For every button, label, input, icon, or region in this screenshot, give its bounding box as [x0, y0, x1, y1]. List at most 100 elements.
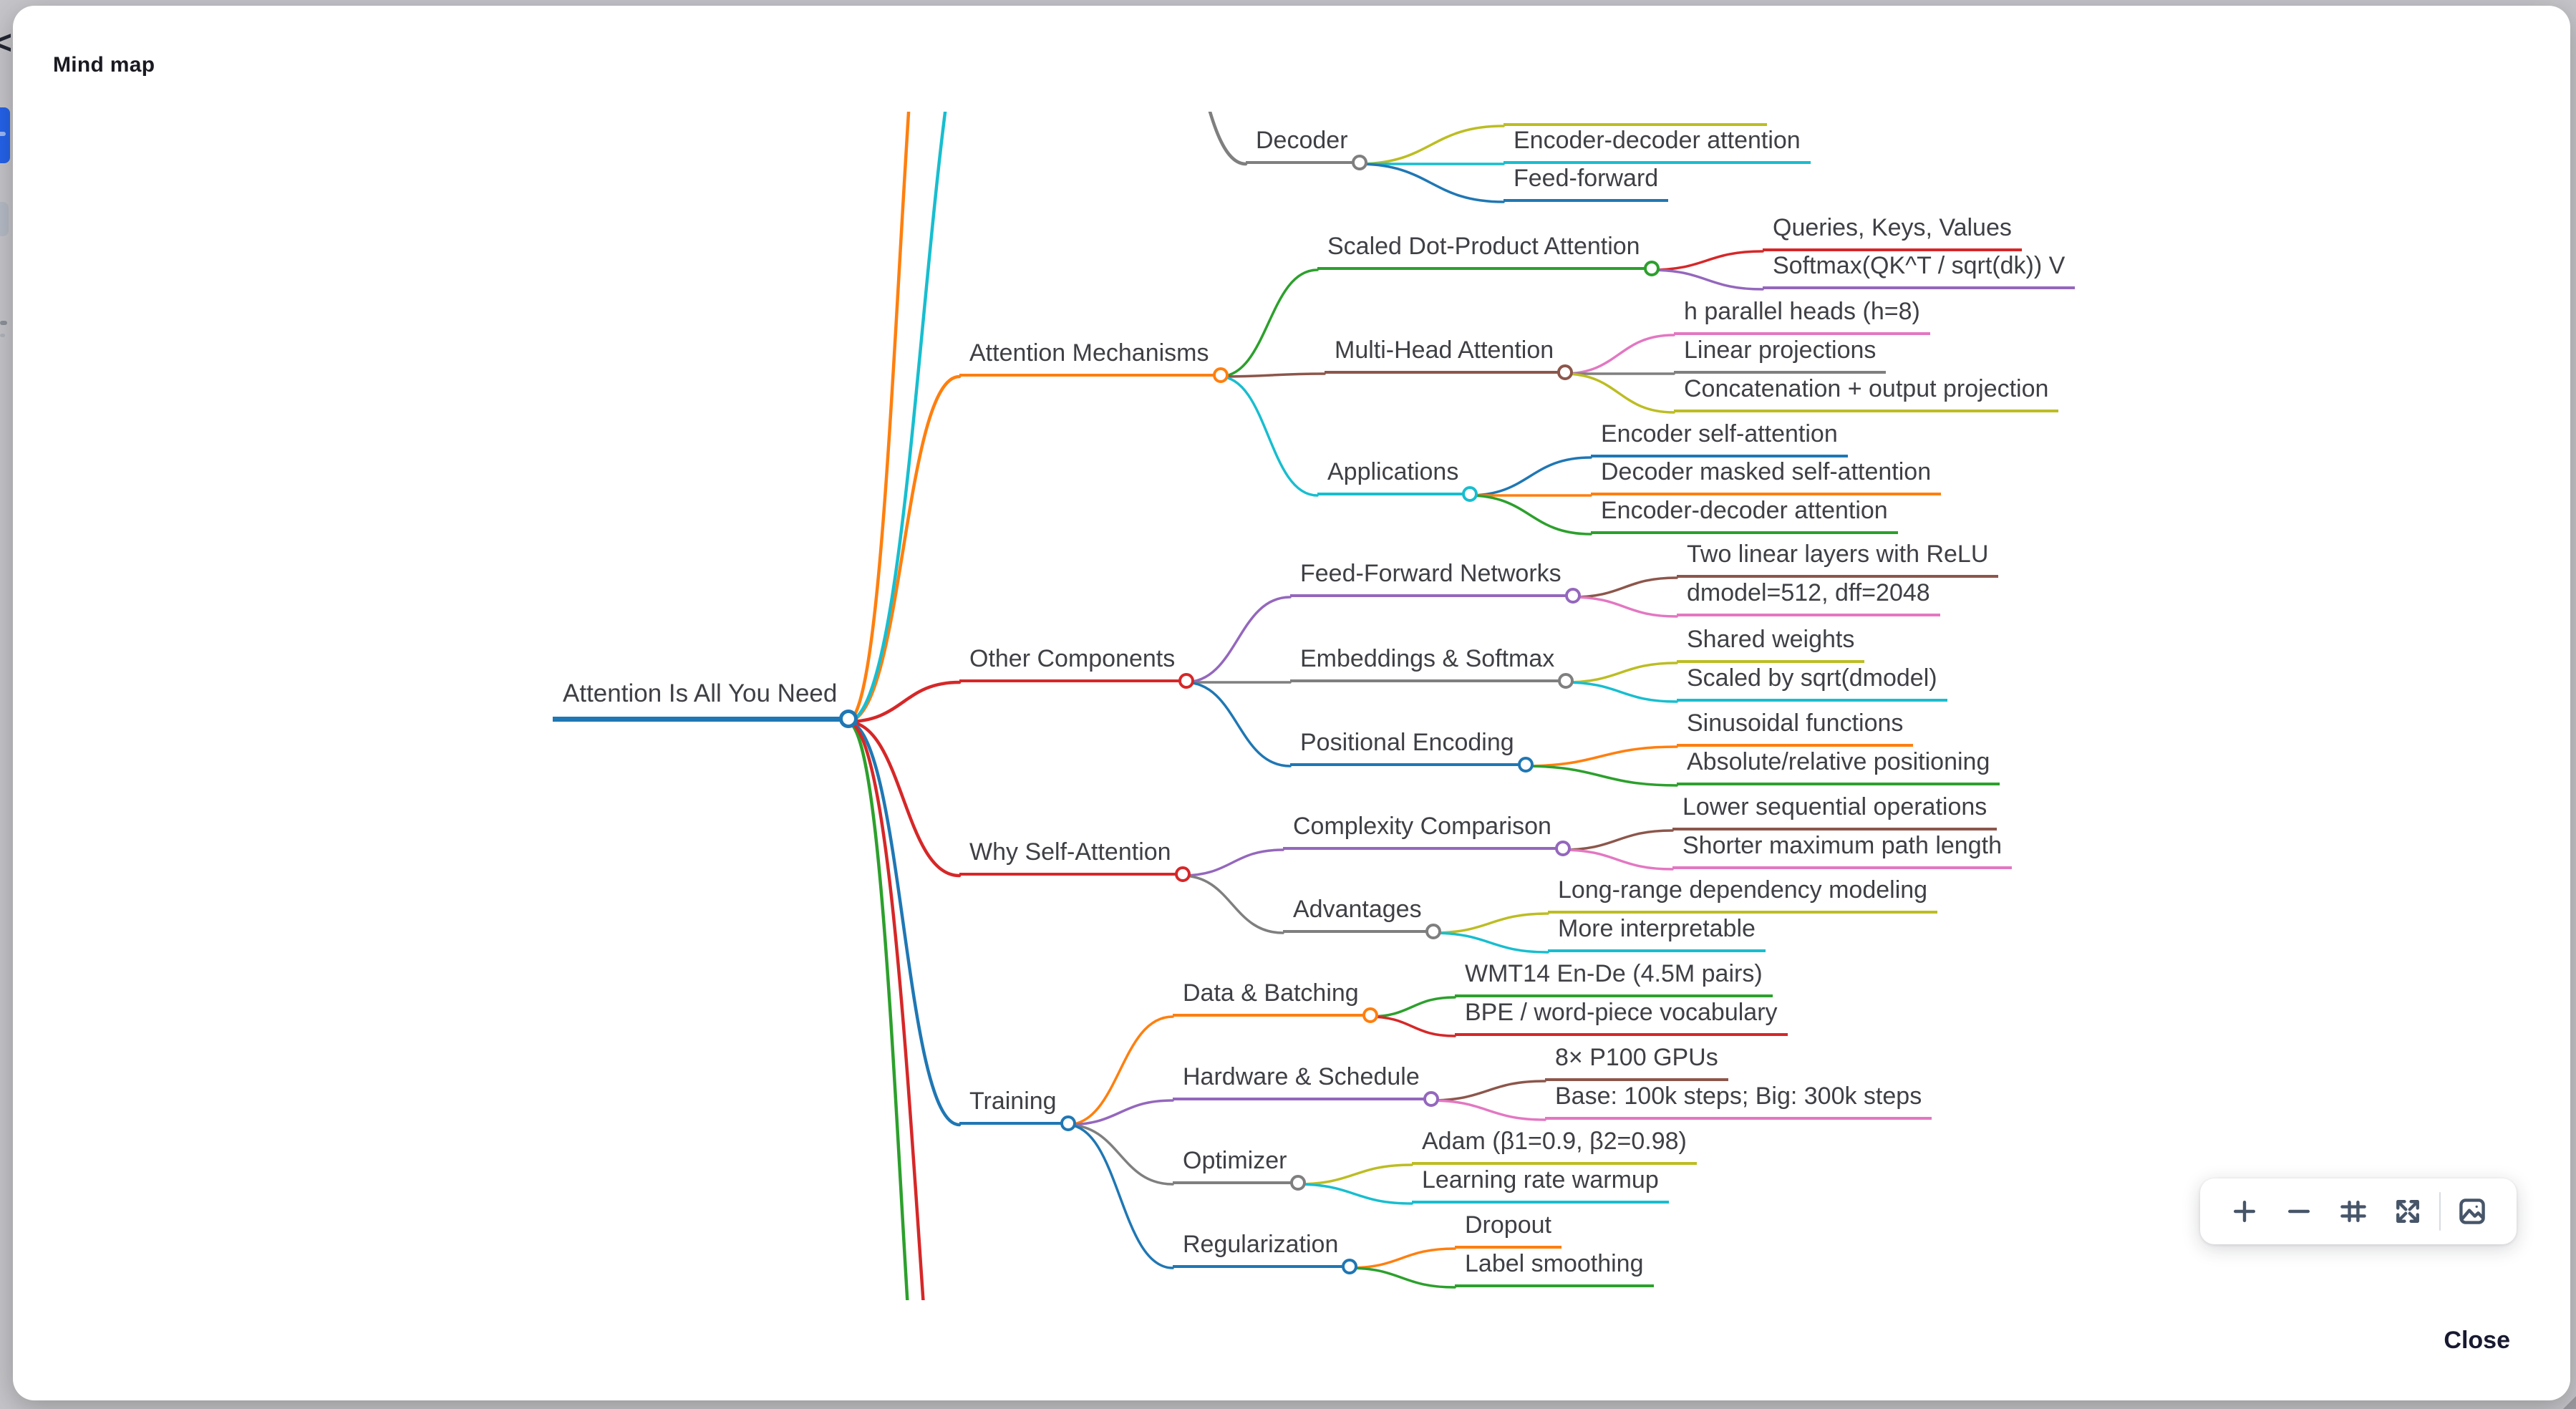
- mindmap-node-label: Sinusoidal functions: [1687, 710, 1904, 737]
- mindmap-node[interactable]: Regularization: [1173, 1231, 1358, 1275]
- mindmap-node-circle[interactable]: [1554, 841, 1571, 857]
- mindmap-link: [845, 720, 962, 1127]
- mindmap-node-label: Dropout: [1465, 1211, 1551, 1239]
- mindmap-node[interactable]: Encoder self-attention: [1591, 420, 1848, 458]
- mindmap-node[interactable]: Shared weights: [1677, 626, 1865, 664]
- mindmap-node[interactable]: Decoder masked self-attention: [1591, 458, 1942, 496]
- zoom-out-button[interactable]: [2276, 1188, 2322, 1234]
- mind-map-canvas[interactable]: Attention Is All You Need Attention Mecha…: [13, 112, 2570, 1300]
- mindmap-node[interactable]: Encoder-decoder attention: [1504, 127, 1811, 165]
- zoom-in-button[interactable]: [2222, 1188, 2267, 1234]
- mindmap-link: [1563, 681, 1678, 703]
- mindmap-node[interactable]: Data & Batching: [1173, 979, 1378, 1024]
- fullscreen-button[interactable]: [2385, 1188, 2431, 1234]
- mindmap-node[interactable]: h parallel heads (h=8): [1674, 298, 1930, 336]
- mindmap-node[interactable]: Other Components: [959, 645, 1195, 689]
- mindmap-node[interactable]: Embeddings & Softmax: [1290, 645, 1574, 689]
- mindmap-node[interactable]: Base: 100k steps; Big: 300k steps: [1545, 1083, 1932, 1120]
- page-resize-corner: [2563, 1396, 2576, 1409]
- mindmap-node[interactable]: Lower sequential operations: [1672, 793, 1998, 831]
- mindmap-node-circle[interactable]: [1557, 364, 1574, 381]
- mindmap-node-circle[interactable]: [1178, 673, 1195, 689]
- mindmap-node-circle[interactable]: [1423, 1091, 1439, 1108]
- mindmap-node[interactable]: Applications: [1317, 458, 1478, 503]
- mindmap-node-label: Regularization: [1183, 1231, 1339, 1258]
- mindmap-node-label: Feed-Forward Networks: [1300, 560, 1561, 587]
- background-button-tick: [0, 132, 6, 136]
- mindmap-node[interactable]: Softmax(QK^T / sqrt(dk)) V: [1763, 252, 2076, 290]
- mindmap-node-label: Adam (β1=0.9, β2=0.98): [1422, 1128, 1687, 1155]
- mindmap-node[interactable]: Scaled by sqrt(dmodel): [1677, 664, 1947, 702]
- mindmap-node[interactable]: More interpretable: [1548, 915, 1766, 953]
- mindmap-node[interactable]: Hardware & Schedule: [1173, 1063, 1439, 1108]
- mindmap-node-circle[interactable]: [1212, 367, 1229, 384]
- mindmap-node-label: Applications: [1327, 458, 1459, 485]
- mindmap-node[interactable]: Linear projections: [1674, 336, 1887, 374]
- mindmap-node-circle[interactable]: [1060, 1115, 1076, 1132]
- mindmap-node[interactable]: Attention Is All You Need: [553, 679, 858, 729]
- mindmap-node-circle[interactable]: [1425, 924, 1441, 940]
- mindmap-node-label: Why Self-Attention: [969, 838, 1171, 866]
- mindmap-node[interactable]: Feed-forward: [1504, 165, 1669, 203]
- mindmap-node-circle[interactable]: [1351, 155, 1367, 171]
- mindmap-link: [1649, 268, 1764, 291]
- mindmap-node-circle[interactable]: [1362, 1007, 1378, 1024]
- mindmap-node[interactable]: Optimizer: [1173, 1147, 1307, 1191]
- mindmap-node[interactable]: Training: [959, 1088, 1076, 1132]
- mindmap-links: [845, 112, 1764, 1300]
- mindmap-node-circle[interactable]: [1564, 588, 1581, 604]
- mindmap-node[interactable]: Why Self-Attention: [959, 838, 1191, 883]
- mindmap-node-circle[interactable]: [1174, 866, 1191, 883]
- mindmap-node[interactable]: Absolute/relative positioning: [1677, 748, 2000, 786]
- mindmap-link: [845, 720, 962, 878]
- mindmap-node[interactable]: Complexity Comparison: [1283, 813, 1571, 857]
- export-image-icon: [2459, 1199, 2485, 1224]
- background-page-text-dash: [0, 321, 7, 325]
- mindmap-node[interactable]: Learning rate warmup: [1412, 1166, 1669, 1204]
- mindmap-node[interactable]: Shorter maximum path length: [1672, 832, 2012, 870]
- mindmap-node[interactable]: Long-range dependency modeling: [1548, 876, 1938, 914]
- mindmap-node-label: Optimizer: [1183, 1147, 1287, 1174]
- close-button[interactable]: Close: [2436, 1322, 2517, 1359]
- mindmap-node[interactable]: Encoder-decoder attention: [1591, 497, 1898, 535]
- mindmap-node[interactable]: Concatenation + output projection: [1674, 375, 2059, 413]
- mindmap-node-label: Hardware & Schedule: [1183, 1063, 1420, 1090]
- mindmap-node[interactable]: Scaled Dot-Product Attention: [1317, 233, 1660, 277]
- mindmap-link: [1430, 931, 1549, 954]
- mindmap-link: [845, 112, 947, 724]
- mindmap-node[interactable]: 8× P100 GPUs: [1545, 1044, 1728, 1082]
- mindmap-node[interactable]: WMT14 En-De (4.5M pairs): [1455, 960, 1773, 998]
- mindmap-node[interactable]: Feed-Forward Networks: [1290, 560, 1581, 604]
- mindmap-node[interactable]: Two linear layers with ReLU: [1677, 541, 1999, 578]
- mindmap-node[interactable]: Advantages: [1283, 896, 1441, 940]
- mindmap-node-circle[interactable]: [1517, 757, 1534, 773]
- mindmap-node-label: Concatenation + output projection: [1684, 375, 2049, 402]
- mindmap-node[interactable]: Decoder: [1246, 127, 1367, 171]
- mindmap-node[interactable]: Queries, Keys, Values: [1763, 214, 2022, 252]
- mindmap-node[interactable]: BPE / word-piece vocabulary: [1455, 999, 1788, 1037]
- mindmap-node[interactable]: Dropout: [1455, 1211, 1561, 1249]
- mindmap-node[interactable]: Label smoothing: [1455, 1250, 1654, 1288]
- mindmap-node[interactable]: Attention Mechanisms: [959, 339, 1229, 384]
- mindmap-node-circle[interactable]: [839, 710, 858, 729]
- mindmap-node-circle[interactable]: [1290, 1175, 1307, 1191]
- fit-view-button[interactable]: [2330, 1188, 2376, 1234]
- mindmap-node-label: Softmax(QK^T / sqrt(dk)) V: [1773, 252, 2066, 279]
- mindmap-node-label: Scaled by sqrt(dmodel): [1687, 664, 1937, 692]
- mindmap-node[interactable]: Multi-Head Attention: [1325, 336, 1574, 381]
- mindmap-link: [1065, 1123, 1174, 1269]
- mindmap-node-label: Multi-Head Attention: [1335, 336, 1554, 364]
- mindmap-node[interactable]: Adam (β1=0.9, β2=0.98): [1412, 1128, 1697, 1166]
- export-image-button[interactable]: [2449, 1188, 2495, 1234]
- mindmap-node-circle[interactable]: [1462, 486, 1478, 503]
- mindmap-link: [1295, 1163, 1413, 1186]
- mindmap-node[interactable]: Sinusoidal functions: [1677, 710, 1914, 747]
- mindmap-node-label: WMT14 En-De (4.5M pairs): [1465, 960, 1763, 987]
- mindmap-node-circle[interactable]: [1342, 1259, 1358, 1275]
- mindmap-node[interactable]: Positional Encoding: [1290, 729, 1534, 773]
- mindmap-node[interactable]: dmodel=512, dff=2048: [1677, 579, 1940, 617]
- mindmap-node-circle[interactable]: [1558, 673, 1574, 689]
- mindmap-node[interactable]: [1504, 116, 1767, 126]
- mindmap-link: [1218, 268, 1319, 378]
- mindmap-node-circle[interactable]: [1643, 261, 1660, 277]
